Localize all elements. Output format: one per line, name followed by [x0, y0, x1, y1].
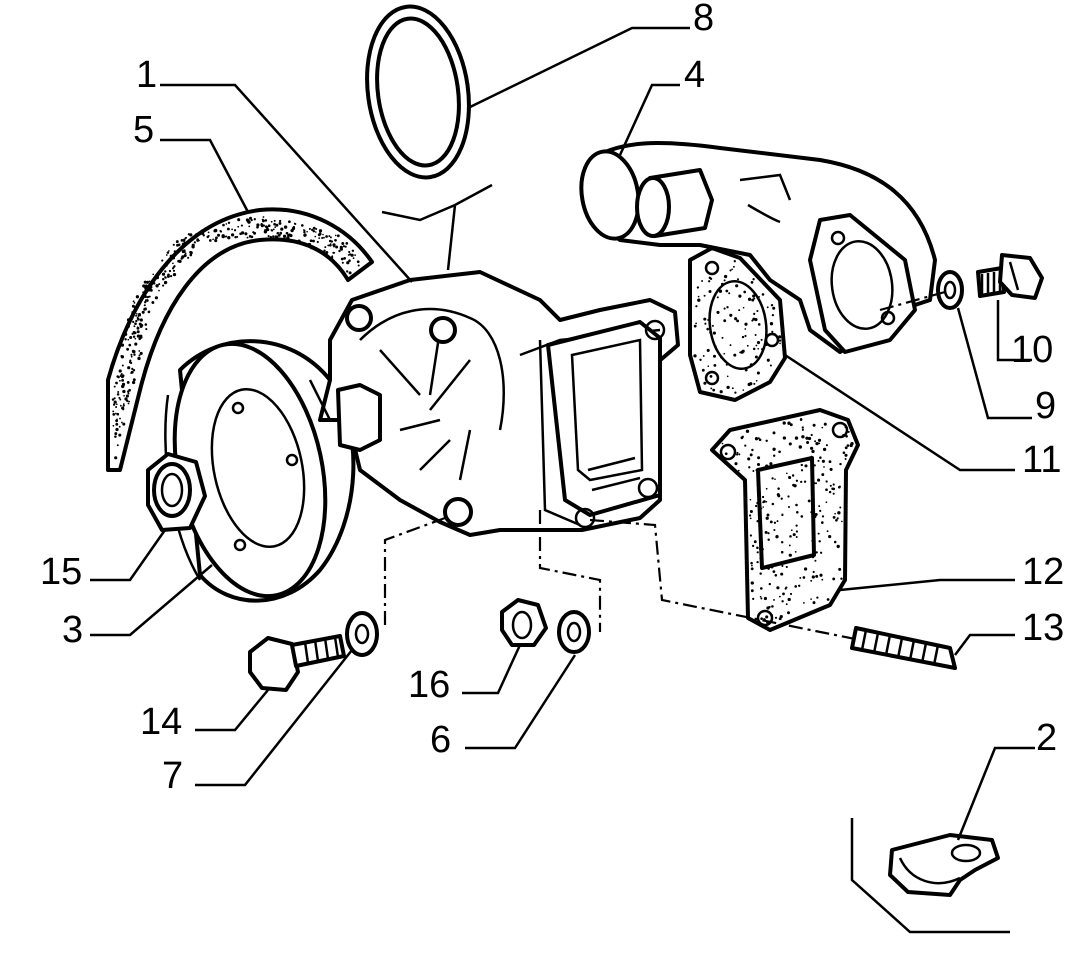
part-8-o-ring [365, 4, 471, 180]
assembly-line-stud16 [538, 510, 602, 632]
part-11-gasket [688, 246, 787, 402]
assembly-line-stud13 [589, 518, 861, 642]
callout-9: 9 [1035, 385, 1056, 427]
callout-3: 3 [62, 609, 83, 651]
callout-2: 2 [1036, 717, 1057, 759]
part-1-water-pump [308, 270, 680, 537]
callout-4: 4 [684, 54, 705, 96]
o-ring-seat-bracket [381, 183, 493, 271]
part-12-flange-gasket [710, 408, 860, 632]
callout-14: 14 [140, 701, 182, 743]
part-3-pulley [164, 339, 356, 603]
leader-lines [90, 26, 1035, 841]
part-2-clip [850, 818, 1010, 934]
callout-16: 16 [408, 664, 450, 706]
callout-labels: 1 2 3 4 5 6 7 8 9 10 11 12 13 14 15 16 [40, 0, 1064, 797]
assembly-line-bolt10 [879, 290, 946, 312]
part-5-drive-belt [106, 207, 374, 472]
part-9-washer [936, 270, 964, 310]
callout-6: 6 [430, 719, 451, 761]
part-16-nut [500, 598, 548, 647]
callout-10: 10 [1011, 329, 1053, 371]
callout-13: 13 [1022, 607, 1064, 649]
callout-5: 5 [133, 109, 154, 151]
callout-15: 15 [40, 551, 82, 593]
part-7-washer [345, 611, 379, 657]
callout-7: 7 [162, 755, 183, 797]
callout-11: 11 [1022, 439, 1061, 481]
callout-8: 8 [693, 0, 714, 39]
part-13-stud [850, 626, 957, 670]
part-4-outlet-pipe [579, 141, 937, 354]
callout-12: 12 [1022, 551, 1064, 593]
part-15-nut [146, 452, 207, 532]
part-6-washer [557, 610, 591, 654]
part-10-bolt [976, 253, 1044, 300]
callout-1: 1 [136, 54, 157, 96]
part-14-bolt [248, 634, 346, 692]
assembly-line-bolt14 [383, 516, 446, 625]
